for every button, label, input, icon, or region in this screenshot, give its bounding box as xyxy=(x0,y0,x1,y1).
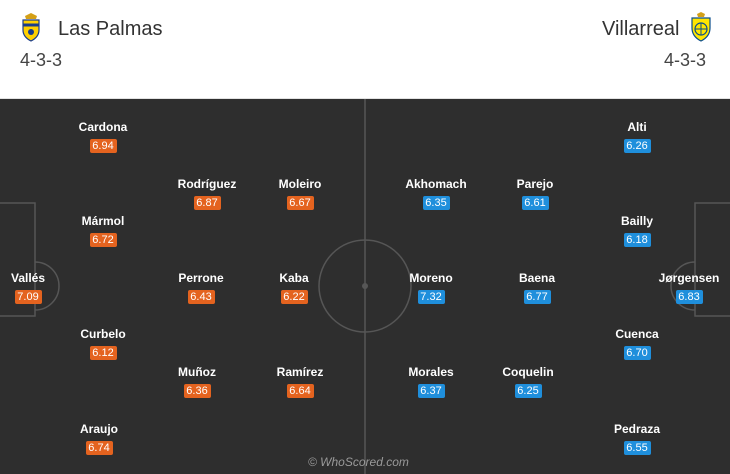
match-header: Las Palmas 4-3-3 Villarreal 4-3-3 xyxy=(0,0,730,99)
home-player-defender[interactable]: Araujo 6.74 xyxy=(59,422,139,456)
whoscored-watermark: © WhoScored.com xyxy=(308,455,409,469)
home-player-goalkeeper[interactable]: Vallés 7.09 xyxy=(0,271,68,305)
player-rating: 6.87 xyxy=(193,196,221,210)
player-rating: 6.67 xyxy=(286,196,314,210)
player-name: Alti xyxy=(627,120,647,134)
away-player-defender[interactable]: Alti 6.26 xyxy=(597,120,677,154)
player-name: Rodríguez xyxy=(177,177,237,191)
player-name: Muñoz xyxy=(178,365,216,379)
player-name: Morales xyxy=(408,365,454,379)
player-rating: 6.36 xyxy=(183,384,211,398)
pitch-markings xyxy=(0,99,730,474)
home-player-forward[interactable]: Ramírez 6.64 xyxy=(260,365,340,399)
player-name: Moreno xyxy=(409,271,453,285)
away-player-forward[interactable]: Morales 6.37 xyxy=(391,365,471,399)
player-rating: 6.83 xyxy=(675,290,703,304)
player-name: Cardona xyxy=(78,120,128,134)
player-rating: 6.37 xyxy=(417,384,445,398)
player-name: Araujo xyxy=(79,422,118,436)
player-rating: 6.61 xyxy=(521,196,549,210)
away-player-midfielder[interactable]: Parejo 6.61 xyxy=(495,177,575,211)
player-rating: 6.12 xyxy=(89,346,117,360)
player-rating: 6.25 xyxy=(514,384,542,398)
player-name: Parejo xyxy=(516,177,554,191)
player-rating: 6.35 xyxy=(422,196,450,210)
away-player-defender[interactable]: Pedraza 6.55 xyxy=(597,422,677,456)
player-name: Curbelo xyxy=(80,327,126,341)
player-name: Cuenca xyxy=(615,327,659,341)
home-formation: 4-3-3 xyxy=(20,50,63,70)
player-name: Pedraza xyxy=(613,422,661,436)
player-rating: 6.18 xyxy=(623,233,651,247)
player-rating: 6.55 xyxy=(623,441,651,455)
player-name: Moleiro xyxy=(278,177,322,191)
away-player-forward[interactable]: Akhomach 6.35 xyxy=(396,177,476,211)
away-player-forward[interactable]: Moreno 7.32 xyxy=(391,271,471,305)
player-rating: 6.64 xyxy=(286,384,314,398)
player-rating: 6.74 xyxy=(85,441,113,455)
player-rating: 6.72 xyxy=(89,233,117,247)
player-rating: 6.26 xyxy=(623,139,651,153)
player-rating: 7.09 xyxy=(14,290,42,304)
player-name: Baena xyxy=(518,271,556,285)
home-team-name[interactable]: Las Palmas xyxy=(58,18,163,40)
las-palmas-crest-icon xyxy=(22,13,40,42)
player-name: Bailly xyxy=(620,214,653,228)
player-rating: 6.77 xyxy=(523,290,551,304)
player-name: Ramírez xyxy=(276,365,324,379)
away-team-name[interactable]: Villarreal xyxy=(602,18,680,40)
player-name: Perrone xyxy=(178,271,224,285)
pitch: Vallés 7.09 Cardona 6.94 Mármol 6.72 Cur… xyxy=(0,99,730,474)
player-rating: 6.94 xyxy=(89,139,117,153)
away-formation: 4-3-3 xyxy=(664,50,707,70)
away-player-defender[interactable]: Cuenca 6.70 xyxy=(597,327,677,361)
player-name: Coquelin xyxy=(502,365,554,379)
away-player-midfielder[interactable]: Coquelin 6.25 xyxy=(488,365,568,399)
away-player-goalkeeper[interactable]: Jørgensen 6.83 xyxy=(649,271,729,305)
home-player-defender[interactable]: Cardona 6.94 xyxy=(63,120,143,154)
home-player-midfielder[interactable]: Muñoz 6.36 xyxy=(157,365,237,399)
player-name: Mármol xyxy=(81,214,125,228)
player-rating: 7.32 xyxy=(417,290,445,304)
player-name: Kaba xyxy=(279,271,309,285)
player-name: Vallés xyxy=(10,271,46,285)
home-player-midfielder[interactable]: Rodríguez 6.87 xyxy=(167,177,247,211)
player-rating: 6.22 xyxy=(280,290,308,304)
player-name: Jørgensen xyxy=(658,271,720,285)
home-player-midfielder[interactable]: Perrone 6.43 xyxy=(161,271,241,305)
away-player-defender[interactable]: Bailly 6.18 xyxy=(597,214,677,248)
home-player-forward[interactable]: Kaba 6.22 xyxy=(254,271,334,305)
villarreal-crest-icon xyxy=(691,12,711,42)
player-rating: 6.43 xyxy=(187,290,215,304)
home-player-defender[interactable]: Curbelo 6.12 xyxy=(63,327,143,361)
home-player-forward[interactable]: Moleiro 6.67 xyxy=(260,177,340,211)
player-rating: 6.70 xyxy=(623,346,651,360)
away-player-midfielder[interactable]: Baena 6.77 xyxy=(497,271,577,305)
player-name: Akhomach xyxy=(405,177,467,191)
home-player-defender[interactable]: Mármol 6.72 xyxy=(63,214,143,248)
